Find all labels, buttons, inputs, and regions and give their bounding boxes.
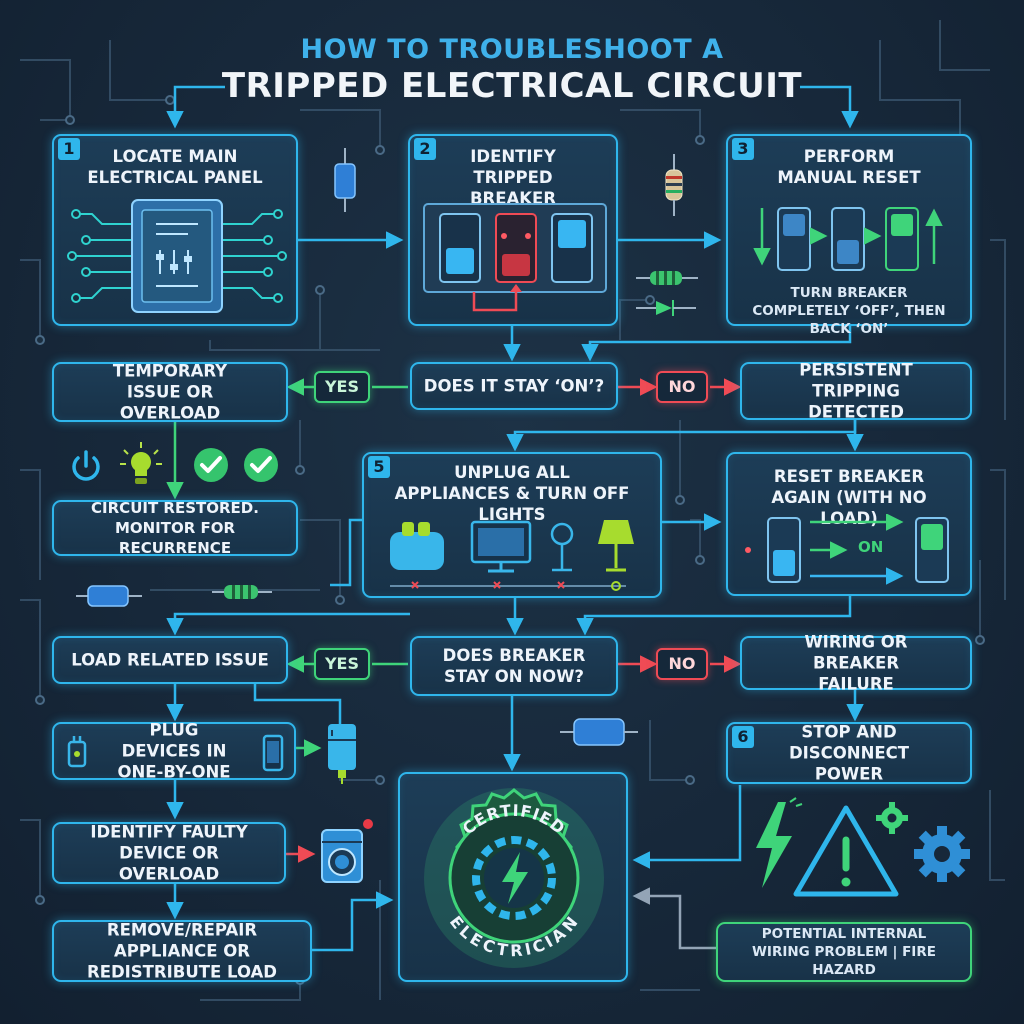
- certified-electrician-panel: CERTIFIED ELECTRICIAN: [398, 772, 628, 982]
- power-icon: [72, 450, 100, 481]
- electrical-panel-icon: [67, 199, 287, 313]
- warning-triangle-icon: [793, 805, 899, 897]
- background-traces: [20, 20, 1006, 1001]
- step5-card: 5 UNPLUG ALL APPLIANCES & TURN OFF LIGHT…: [362, 452, 662, 598]
- temporary-issue-label: TEMPORARY ISSUE OR OVERLOAD: [112, 361, 228, 423]
- decision2-box: DOES BREAKER STAY ON NOW?: [410, 636, 618, 696]
- arrow-reset-to-decision2: [576, 596, 852, 636]
- lightning-icon: [756, 802, 792, 888]
- plug-icon: [67, 736, 87, 768]
- plug-devices-label: PLUG DEVICES IN ONE-BY-ONE: [117, 720, 231, 782]
- washing-machine-icon: [321, 819, 373, 883]
- step3-note: TURN BREAKER COMPLETELY ‘OFF’, THEN BACK…: [752, 285, 946, 337]
- title-line-1: HOW TO TROUBLESHOOT A: [300, 34, 724, 65]
- reset-breaker-again-box: RESET BREAKER AGAIN (WITH NO LOAD) ON: [726, 452, 972, 596]
- load-related-issue-label: LOAD RELATED ISSUE: [71, 650, 269, 670]
- step3-card: 3 PERFORM MANUAL RESET TURN BREAKER COMP…: [726, 134, 972, 337]
- reset-breaker-again-label: RESET BREAKER AGAIN (WITH NO LOAD): [771, 467, 927, 528]
- resistor-small-icon: [212, 585, 272, 599]
- no-badge-2: NO: [656, 648, 708, 680]
- arrow-hazard-to-badge: [632, 887, 716, 950]
- plug-devices-box: PLUG DEVICES IN ONE-BY-ONE: [52, 720, 296, 782]
- trace-load-to-plug-icon: [253, 682, 342, 728]
- gear-icon: [914, 826, 970, 882]
- checkmark-icon: [194, 448, 228, 482]
- arrow-to-load-issue: [166, 612, 410, 636]
- diode-icon: [636, 300, 696, 316]
- step1-card: 1 LOCATE MAIN ELECTRICAL PANEL: [52, 134, 298, 326]
- step2-card: 2 IDENTIFY TRIPPED BREAKER: [408, 134, 618, 326]
- title-line-2: TRIPPED ELECTRICAL CIRCUIT: [221, 66, 803, 106]
- step6-number: 6: [732, 726, 754, 748]
- resistor-horizontal-icon: [636, 271, 698, 285]
- step6-card: 6 STOP AND DISCONNECT POWER: [726, 722, 972, 784]
- persistent-tripping-box: PERSISTENT TRIPPING DETECTED: [740, 360, 972, 422]
- yes-badge-2: YES: [314, 648, 370, 680]
- yes-badge-1: YES: [314, 371, 370, 403]
- identify-faulty-label: IDENTIFY FAULTY DEVICE OR OVERLOAD: [90, 822, 248, 884]
- fire-hazard-label: POTENTIAL INTERNAL WIRING PROBLEM | FIRE…: [752, 926, 936, 978]
- circuit-restored-box: CIRCUIT RESTORED. MONITOR FOR RECURRENCE: [52, 499, 298, 557]
- remove-repair-label: REMOVE/REPAIR APPLIANCE OR REDISTRIBUTE …: [86, 920, 278, 982]
- reset-on-label: ON: [858, 538, 884, 556]
- certified-electrician-seal: CERTIFIED ELECTRICIAN: [424, 788, 604, 968]
- fire-hazard-box: POTENTIAL INTERNAL WIRING PROBLEM | FIRE…: [716, 922, 972, 982]
- decision2-label: DOES BREAKER STAY ON NOW?: [442, 646, 586, 686]
- arrow-title-to-step3: [800, 85, 859, 129]
- gear-icon: [876, 802, 908, 834]
- arrow-title-to-step1: [166, 85, 225, 129]
- smartphone-icon: [262, 734, 284, 772]
- step6-label: STOP AND DISCONNECT POWER: [788, 722, 910, 784]
- resistor-icon: [665, 154, 683, 216]
- decision1-box: DOES IT STAY ‘ON’?: [410, 362, 618, 410]
- capacitor-horizontal-icon: [76, 585, 142, 607]
- no-badge-1: NO: [656, 371, 708, 403]
- step5-label: UNPLUG ALL APPLIANCES & TURN OFF LIGHTS: [394, 463, 630, 524]
- capacitor-large-icon: [560, 718, 638, 746]
- step5-number: 5: [368, 456, 390, 478]
- arrow-step6-to-badge: [632, 785, 742, 869]
- reset-no-load-icon: [745, 514, 949, 585]
- remove-repair-box: REMOVE/REPAIR APPLIANCE OR REDISTRIBUTE …: [52, 920, 312, 982]
- checkmark-icon: [244, 448, 278, 482]
- step2-number: 2: [414, 138, 436, 160]
- identify-faulty-box: IDENTIFY FAULTY DEVICE OR OVERLOAD: [52, 822, 286, 884]
- circuit-restored-label: CIRCUIT RESTORED. MONITOR FOR RECURRENCE: [91, 499, 259, 557]
- temporary-issue-box: TEMPORARY ISSUE OR OVERLOAD: [52, 361, 288, 423]
- arrow-step3-to-decision1: [581, 326, 852, 362]
- step1-number: 1: [58, 138, 80, 160]
- arrow-remove-to-badge: [312, 891, 394, 952]
- refrigerator-icon: [328, 724, 356, 784]
- manual-reset-sequence-icon: [753, 207, 943, 271]
- hazard-icons: [756, 797, 970, 897]
- persistent-tripping-label: PERSISTENT TRIPPING DETECTED: [799, 360, 913, 422]
- appliances-unplugged-icon: [390, 520, 634, 591]
- step3-label: PERFORM MANUAL RESET: [777, 147, 921, 187]
- breaker-panel-icon: [423, 203, 607, 312]
- load-related-issue-box: LOAD RELATED ISSUE: [52, 636, 288, 684]
- wiring-failure-label: WIRING OR BREAKER FAILURE: [804, 632, 908, 694]
- step1-label: LOCATE MAIN ELECTRICAL PANEL: [87, 147, 263, 187]
- arrow-persistent-to-step5: [506, 420, 857, 452]
- trace-nodes: [35, 95, 985, 985]
- step3-number: 3: [732, 138, 754, 160]
- wiring-failure-box: WIRING OR BREAKER FAILURE: [740, 633, 972, 694]
- decision1-label: DOES IT STAY ‘ON’?: [423, 376, 605, 396]
- capacitor-icon: [334, 148, 356, 212]
- lightbulb-icon: [120, 442, 162, 484]
